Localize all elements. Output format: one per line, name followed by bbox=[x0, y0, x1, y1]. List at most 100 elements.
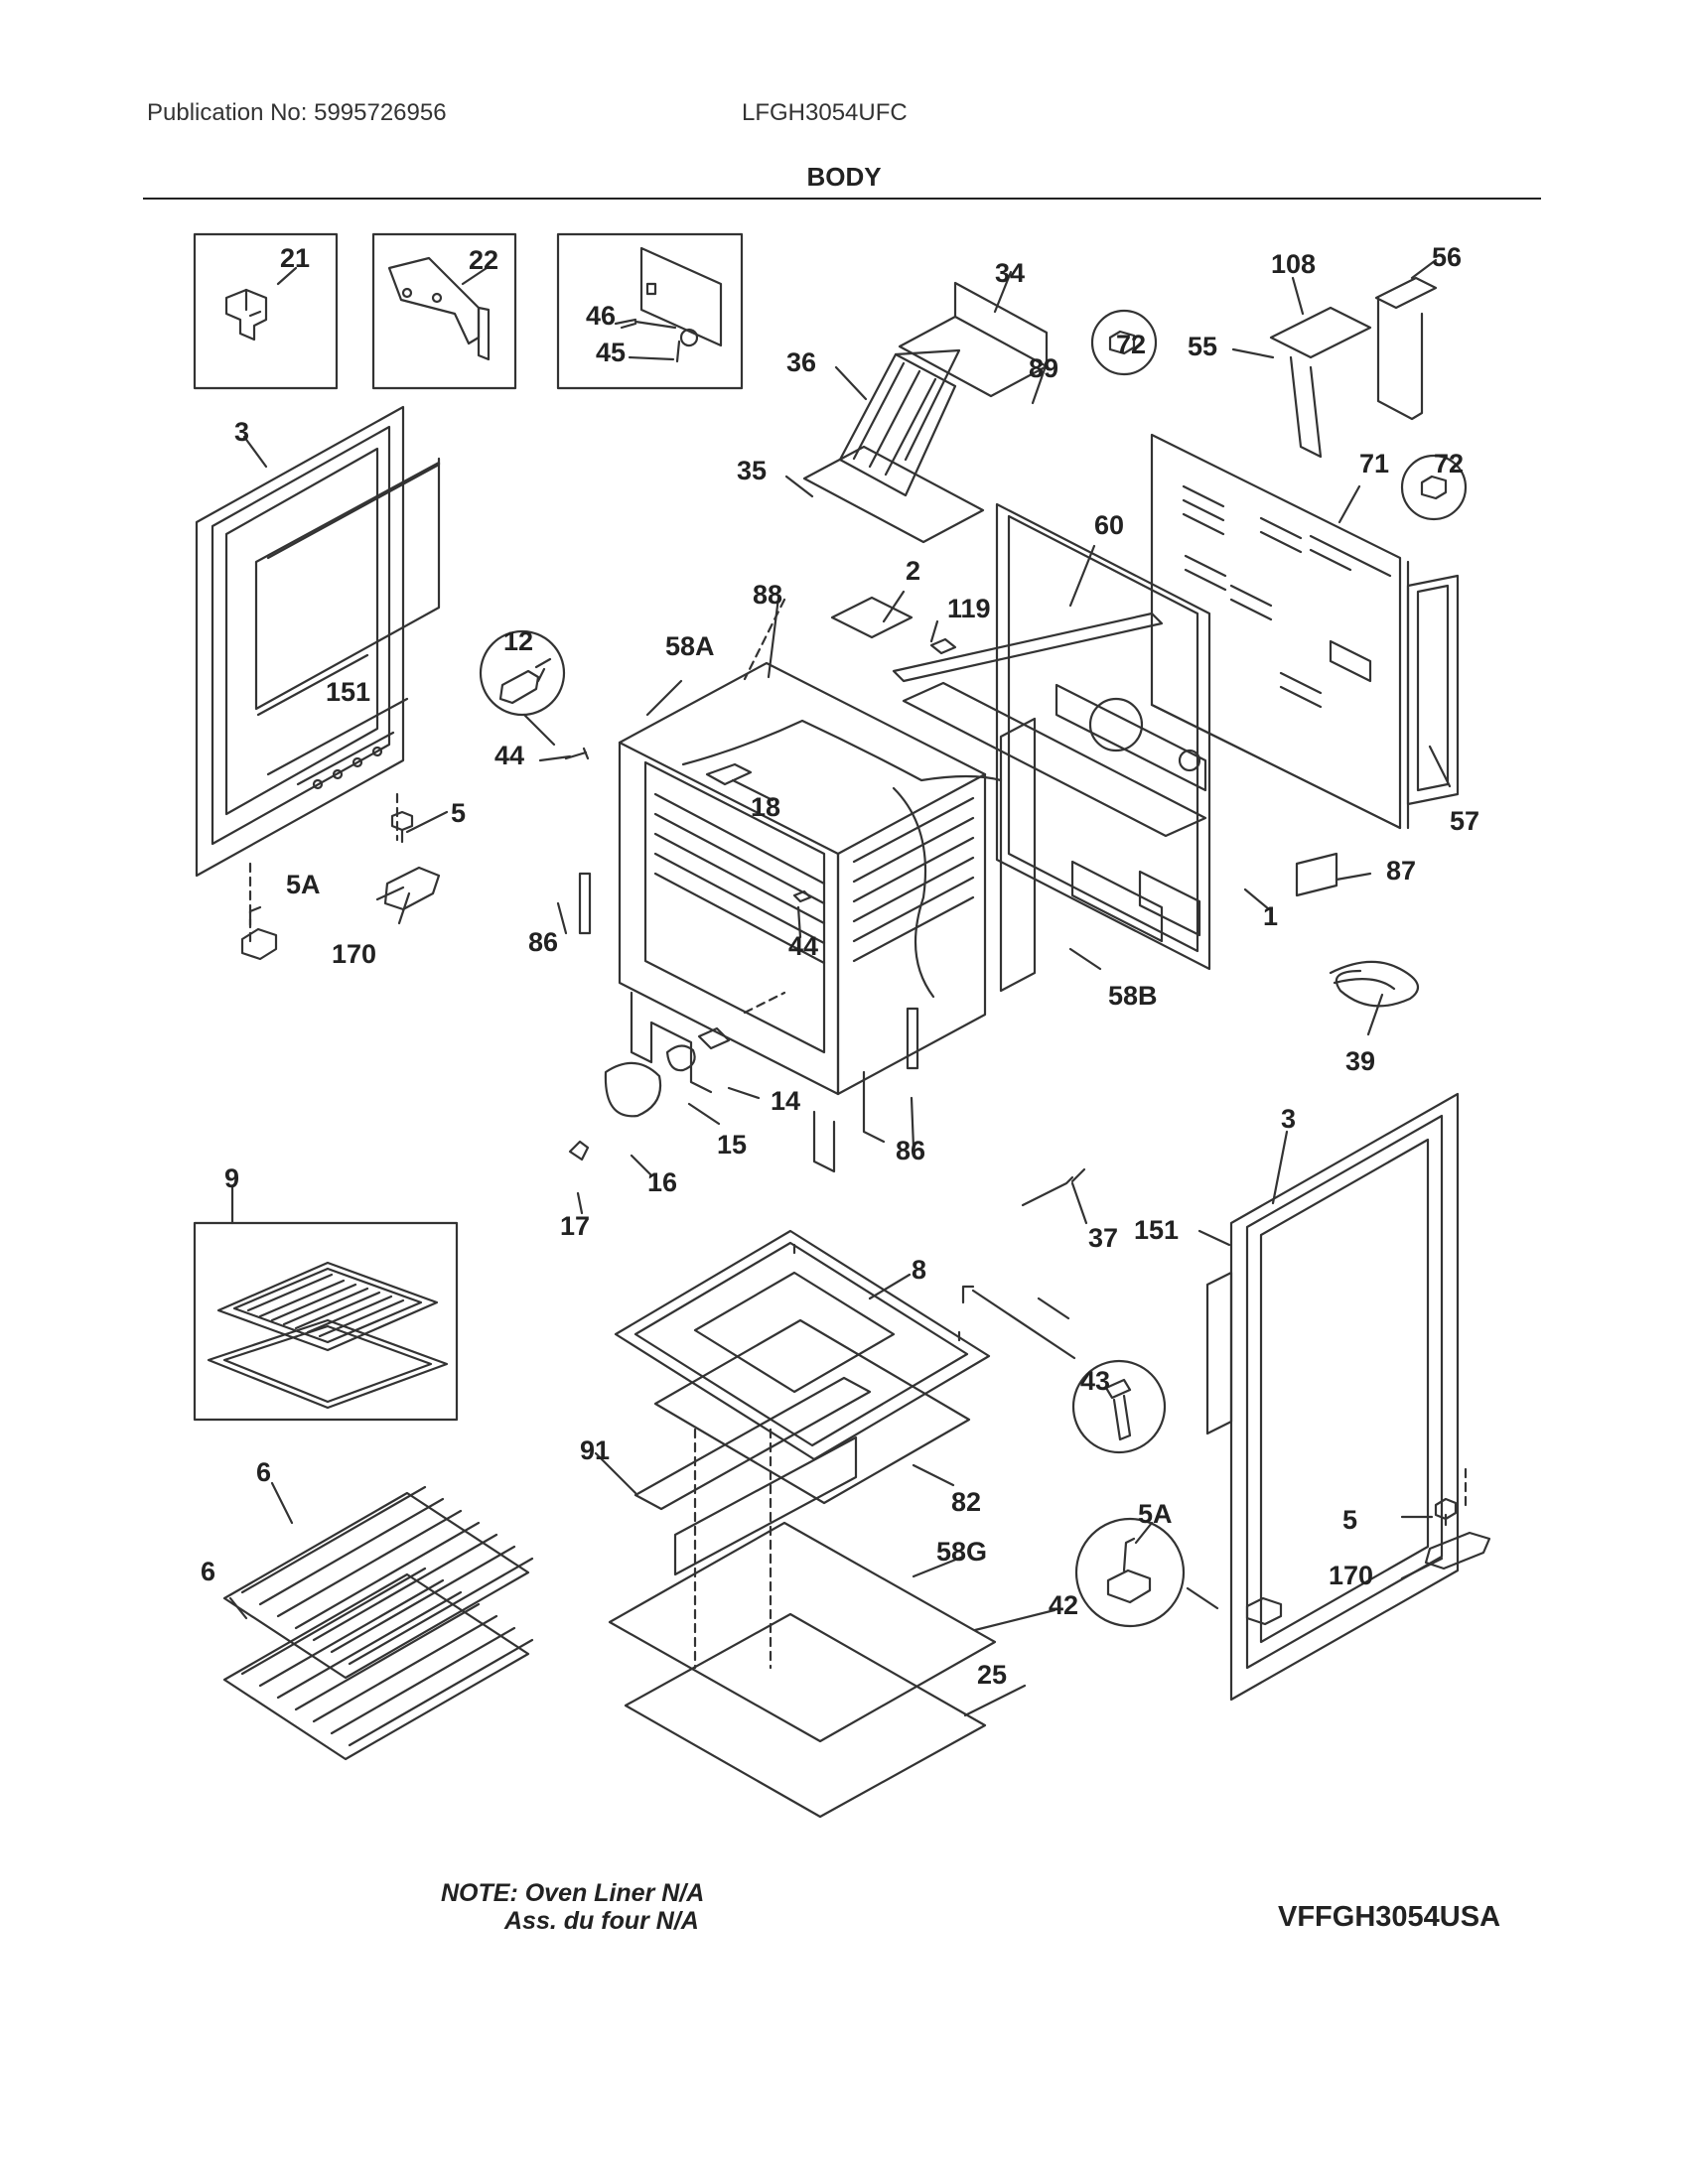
part-label-21: 21 bbox=[280, 243, 310, 273]
inset-part-22 bbox=[371, 232, 517, 390]
baffle-58G bbox=[673, 1435, 858, 1576]
part-label-14: 14 bbox=[771, 1086, 800, 1116]
side-panel-57 bbox=[1406, 574, 1460, 806]
hinge-5A-right bbox=[1245, 1596, 1283, 1626]
part-label-58A: 58A bbox=[665, 631, 715, 661]
part-label-36: 36 bbox=[786, 347, 816, 377]
part-label-170-left: 170 bbox=[332, 939, 376, 969]
oven-rack-upper bbox=[222, 1485, 534, 1680]
rack-slide-left bbox=[578, 872, 592, 935]
part-label-8: 8 bbox=[912, 1255, 926, 1285]
vent-duct bbox=[802, 281, 1049, 544]
part-label-44-left: 44 bbox=[494, 741, 524, 770]
burner-91 bbox=[633, 1376, 872, 1511]
oven-rack-lower bbox=[222, 1567, 534, 1761]
rack-slide-right bbox=[906, 1007, 919, 1070]
part-label-25: 25 bbox=[977, 1660, 1007, 1690]
part-label-91: 91 bbox=[580, 1435, 610, 1465]
part-label-119: 119 bbox=[947, 594, 991, 623]
part-label-58G: 58G bbox=[936, 1537, 987, 1567]
part-label-58B: 58B bbox=[1108, 981, 1158, 1011]
part-label-18: 18 bbox=[751, 792, 780, 822]
part-label-2: 2 bbox=[906, 556, 920, 586]
insulation-58B bbox=[681, 717, 1037, 999]
part-label-5A-left: 5A bbox=[286, 870, 321, 899]
part-18 bbox=[705, 762, 753, 786]
part-label-15: 15 bbox=[717, 1130, 747, 1160]
part-87 bbox=[1295, 852, 1338, 897]
part-label-43: 43 bbox=[1080, 1366, 1110, 1396]
part-label-60: 60 bbox=[1094, 510, 1124, 540]
part-label-34: 34 bbox=[995, 258, 1025, 288]
part-label-17: 17 bbox=[560, 1211, 590, 1241]
diagram-code: VFFGH3054USA bbox=[1278, 1901, 1501, 1933]
part-label-5-right: 5 bbox=[1342, 1505, 1357, 1535]
callout-circle-43 bbox=[1071, 1359, 1167, 1454]
part-label-3-right: 3 bbox=[1281, 1104, 1296, 1134]
part-label-88: 88 bbox=[753, 580, 782, 610]
part-label-1: 1 bbox=[1263, 901, 1278, 931]
part-label-108: 108 bbox=[1271, 249, 1316, 279]
door-right bbox=[1205, 1092, 1460, 1702]
part-119 bbox=[929, 637, 957, 655]
left-hinge-parts bbox=[240, 792, 441, 961]
part-label-42: 42 bbox=[1049, 1590, 1078, 1620]
part-label-72-right: 72 bbox=[1434, 449, 1464, 478]
part-label-44-center: 44 bbox=[788, 931, 818, 961]
part-label-6-lower: 6 bbox=[201, 1557, 215, 1586]
part-label-35: 35 bbox=[737, 456, 767, 485]
part-label-46: 46 bbox=[586, 301, 616, 331]
broil-pan-inset bbox=[193, 1221, 459, 1422]
back-wall bbox=[902, 502, 1211, 971]
hinge-170-right bbox=[1424, 1531, 1491, 1570]
part-label-151-left: 151 bbox=[326, 677, 370, 707]
part-2 bbox=[830, 596, 914, 639]
part-label-72-top: 72 bbox=[1116, 330, 1146, 359]
part-label-9: 9 bbox=[224, 1163, 239, 1193]
control-bracket bbox=[1269, 276, 1438, 459]
callout-circle-5A bbox=[1074, 1517, 1186, 1628]
door-left bbox=[195, 405, 441, 878]
part-label-5A-right: 5A bbox=[1138, 1499, 1173, 1529]
part-label-22: 22 bbox=[469, 245, 498, 275]
rear-panel bbox=[1150, 433, 1410, 830]
inset-part-21 bbox=[193, 232, 339, 390]
note-line-english: NOTE: Oven Liner N/A bbox=[441, 1879, 705, 1907]
part-label-56: 56 bbox=[1432, 242, 1462, 272]
lamp-socket bbox=[697, 1026, 731, 1050]
part-label-170-right: 170 bbox=[1329, 1561, 1373, 1590]
part-label-151-right: 151 bbox=[1134, 1215, 1179, 1245]
bracket-60 bbox=[892, 612, 1164, 683]
part-label-82: 82 bbox=[951, 1487, 981, 1517]
oven-floor-frame bbox=[630, 991, 886, 1173]
header-divider bbox=[143, 198, 1541, 200]
model-number: LFGH3054UFC bbox=[742, 99, 908, 126]
wire-clip-17 bbox=[568, 1140, 590, 1161]
part-label-86-left: 86 bbox=[528, 927, 558, 957]
cover-25 bbox=[624, 1612, 987, 1819]
publication-number: Publication No: 5995726956 bbox=[147, 99, 447, 126]
part-label-57: 57 bbox=[1450, 806, 1479, 836]
section-title: BODY bbox=[806, 162, 882, 192]
lamp-cover bbox=[604, 1061, 662, 1118]
part-label-71: 71 bbox=[1359, 449, 1389, 478]
part-label-55: 55 bbox=[1188, 332, 1217, 361]
part-37 bbox=[1021, 1167, 1086, 1207]
part-label-37: 37 bbox=[1088, 1223, 1118, 1253]
part-label-6-upper: 6 bbox=[256, 1457, 271, 1487]
part-label-39: 39 bbox=[1345, 1046, 1375, 1076]
screw-44b bbox=[792, 889, 812, 903]
lamp-bulb bbox=[665, 1044, 696, 1072]
note-line-french: Ass. du four N/A bbox=[504, 1907, 699, 1935]
panel-82 bbox=[653, 1318, 971, 1505]
part-label-86-right: 86 bbox=[896, 1136, 925, 1165]
part-label-45: 45 bbox=[596, 338, 626, 367]
part-label-5-left: 5 bbox=[451, 798, 466, 828]
inset-part-45-46 bbox=[556, 232, 744, 390]
part-label-16: 16 bbox=[647, 1167, 677, 1197]
oven-bottom-8 bbox=[614, 1229, 991, 1461]
wire-43 bbox=[961, 1285, 1076, 1360]
callout-circle-72-top bbox=[1090, 309, 1158, 376]
part-label-87: 87 bbox=[1386, 856, 1416, 886]
